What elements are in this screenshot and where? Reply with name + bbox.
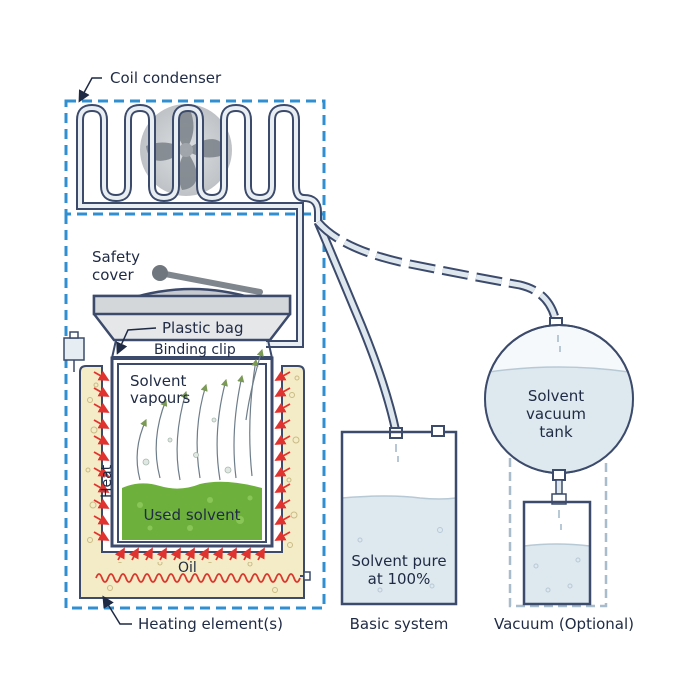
coil-condenser <box>76 104 322 348</box>
vacuum-receiver-tank <box>522 500 592 606</box>
vacuum-tank-label-line3: tank <box>539 423 573 441</box>
basic-system-tank <box>340 425 458 606</box>
vacuum-tank <box>483 324 635 505</box>
used-solvent-label: Used solvent <box>144 506 241 524</box>
plastic-bag-pointer <box>116 327 157 355</box>
heating-element-label: Heating element(s) <box>138 615 283 633</box>
solvent-pure-label-line2: at 100% <box>368 570 431 588</box>
pipe-to-vacuum-tank <box>314 218 563 331</box>
solvent-vapours-label-line1: Solvent <box>130 372 186 390</box>
heating-element-pointer <box>102 595 132 625</box>
basic-system-label: Basic system <box>350 615 449 633</box>
overflow-reservoir <box>63 331 85 372</box>
heat-arrows-right <box>274 370 291 541</box>
solvent-vapours-label-line2: vapours <box>130 389 190 407</box>
machine-frame <box>64 99 326 610</box>
vacuum-tank-label-line2: vacuum <box>526 405 586 423</box>
coil-condenser-label: Coil condenser <box>110 69 222 87</box>
safety-cover-label-line1: Safety <box>92 248 140 266</box>
oil-label: Oil <box>178 560 197 576</box>
heat-label: Heat <box>99 464 115 498</box>
solvent-vapours <box>136 348 264 481</box>
heating-element-coil <box>95 571 311 583</box>
coil-condenser-pointer <box>78 77 102 103</box>
heat-arrows-left <box>93 370 110 541</box>
safety-cover-label-line2: cover <box>92 266 135 284</box>
solvent-pot <box>110 339 274 548</box>
vacuum-optional-label: Vacuum (Optional) <box>494 615 634 633</box>
solvent-pure-label-line1: Solvent pure <box>351 552 446 570</box>
binding-clip-label: Binding clip <box>154 342 236 358</box>
plastic-bag-label: Plastic bag <box>162 319 244 337</box>
vacuum-optional-frame <box>508 458 608 608</box>
vacuum-tank-label-line1: Solvent <box>528 387 584 405</box>
heat-arrows-bottom <box>114 547 265 561</box>
